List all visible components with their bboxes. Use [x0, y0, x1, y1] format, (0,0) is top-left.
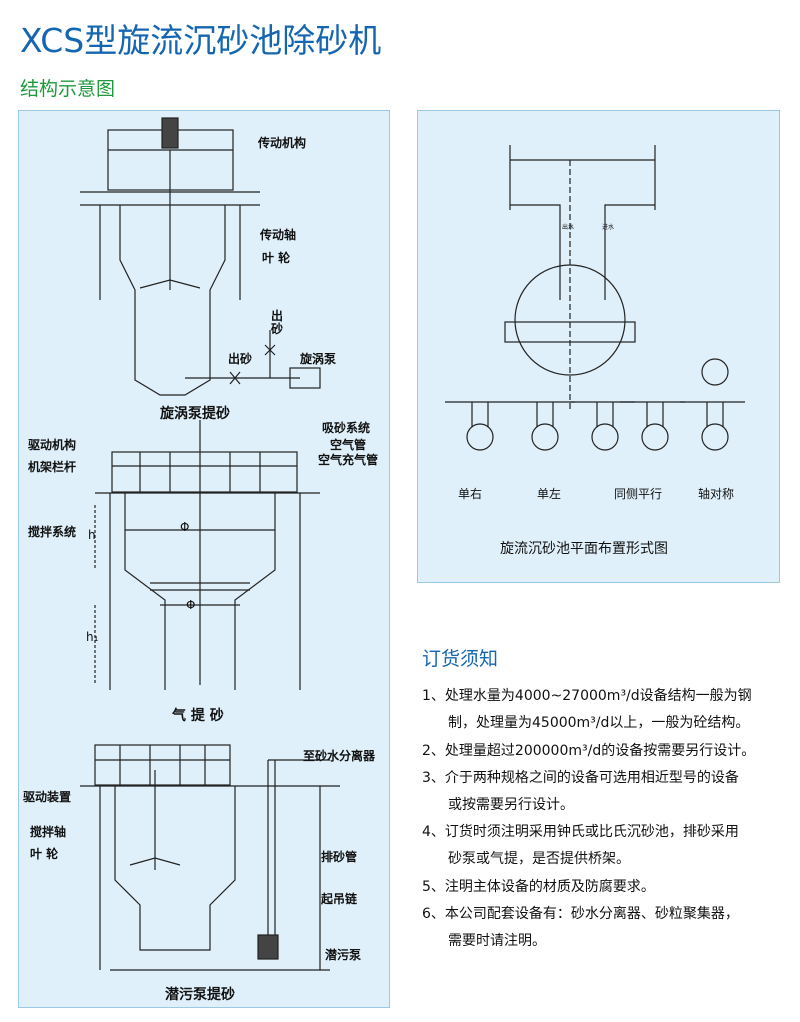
label-to-separator: 至砂水分离器 — [303, 749, 376, 763]
label-sand-out-vertical: 出 砂 — [271, 309, 284, 336]
tank-circle — [641, 423, 669, 451]
channel-line — [620, 401, 685, 427]
label-diameter: Φ — [186, 598, 196, 612]
submersible-pump-diagram — [80, 744, 340, 971]
note-line: 3、介于两种规格之间的设备可选用相近型号的设备 — [422, 770, 739, 786]
note-line: 1、处理水量为4000~27000m³/d设备结构一般为钢 — [422, 688, 752, 704]
layout-single-right: 单右 — [458, 487, 483, 501]
label-impeller: 叶 轮 — [30, 847, 59, 861]
label-lifting-chain: 起吊链 — [321, 892, 358, 906]
label-drive-shaft: 传动轴 — [260, 228, 297, 242]
caption-submersible-pump: 潜污泵提砂 — [165, 987, 235, 1003]
label-frame-railing: 机架栏杆 — [28, 460, 77, 474]
label-outflow: 出水 — [562, 224, 575, 231]
plan-layout-panel — [417, 110, 780, 583]
note-line: 需要时请注明。 — [448, 933, 546, 949]
plan-layout-diagram — [445, 145, 745, 451]
label-impeller: 叶 轮 — [262, 251, 291, 265]
label-air-fill-pipe: 空气充气管 — [318, 453, 379, 467]
label-drive-mechanism: 驱动机构 — [28, 438, 77, 452]
note-line: 2、处理量超过200000m³/d的设备按需要另行设计。 — [422, 743, 756, 759]
label-stirring-system: 搅拌系统 — [28, 525, 77, 539]
tank-circle — [531, 423, 559, 451]
channel-line — [510, 401, 575, 427]
label-h1: h₁ — [86, 630, 99, 644]
label-drive-unit: 驱动装置 — [23, 790, 72, 804]
label-submersible-pump: 潜污泵 — [325, 948, 362, 962]
note-line: 5、注明主体设备的材质及防腐要求。 — [422, 879, 655, 895]
page-title: XCS型旋流沉砂池除砂机 — [20, 21, 382, 60]
caption-vortex-pump: 旋涡泵提砂 — [160, 406, 230, 422]
order-notes-heading: 订货须知 — [422, 648, 499, 670]
channel-line — [445, 401, 510, 427]
air-lift-diagram — [94, 420, 320, 690]
label-air-pipe: 空气管 — [330, 438, 367, 452]
channel-line — [680, 401, 745, 427]
note-line: 6、本公司配套设备有：砂水分离器、砂粒聚集器， — [422, 906, 739, 922]
note-line: 或按需要另行设计。 — [448, 797, 574, 813]
label-diameter: Φ — [180, 520, 190, 534]
label-discharge-pipe: 排砂管 — [321, 850, 358, 864]
label-sand-suction: 吸砂系统 — [322, 421, 371, 435]
section-subtitle: 结构示意图 — [20, 78, 116, 100]
tank-circle — [591, 423, 619, 451]
tank-circle — [466, 423, 494, 451]
channel-line — [570, 401, 635, 427]
label-inflow: 进水 — [602, 224, 615, 231]
label-stirring-shaft: 搅拌轴 — [30, 825, 67, 839]
layout-same-side-parallel: 同侧平行 — [614, 487, 663, 501]
label-vortex-pump: 旋涡泵 — [300, 352, 337, 366]
caption-air-lift: 气 提 砂 — [172, 708, 224, 724]
structure-diagrams-panel — [18, 110, 390, 1008]
vortex-pump-diagram — [80, 117, 321, 396]
note-line: 制，处理量为45000m³/d以上，一般为砼结构。 — [448, 715, 750, 731]
label-h: h — [88, 528, 96, 542]
caption-plan-layout: 旋流沉砂池平面布置形式图 — [500, 541, 668, 557]
note-line: 4、订货时须注明采用钟氏或比氏沉砂池，排砂采用 — [422, 824, 739, 840]
layout-single-left: 单左 — [537, 487, 562, 501]
label-drive-mechanism: 传动机构 — [258, 136, 307, 150]
note-line: 砂泵或气提，是否提供桥架。 — [448, 851, 630, 867]
tank-circle — [701, 358, 729, 386]
label-sand-out: 出砂 — [228, 352, 253, 366]
tank-circle — [701, 423, 729, 451]
layout-axis-symmetric: 轴对称 — [698, 487, 735, 501]
